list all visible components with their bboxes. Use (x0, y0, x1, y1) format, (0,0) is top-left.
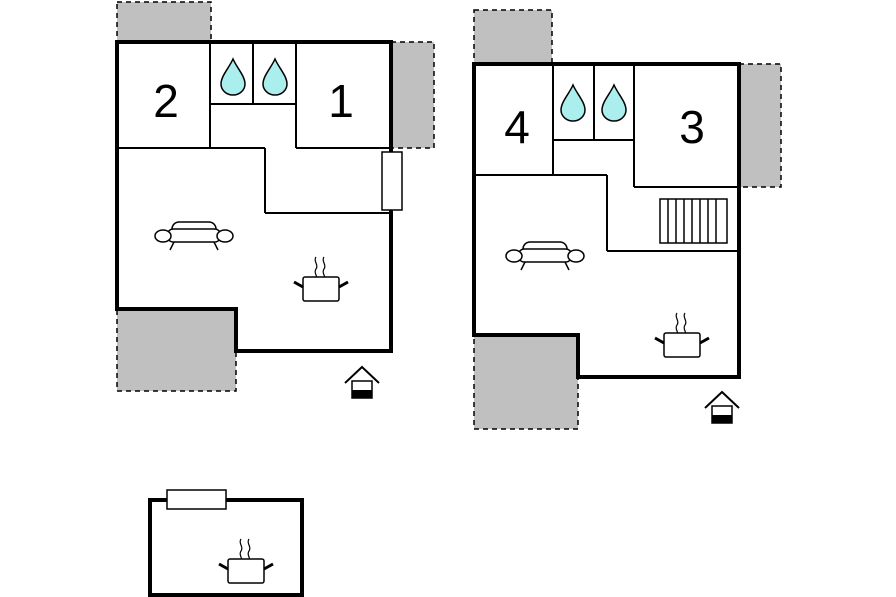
terrace-top (473, 9, 553, 65)
room-label: 3 (679, 101, 705, 153)
sofa-icon (154, 221, 234, 251)
terrace-top (116, 1, 212, 43)
room-label: 4 (504, 101, 530, 153)
room-label: 1 (328, 75, 354, 127)
stairs-icon (659, 198, 728, 244)
water-drop-icon (220, 58, 246, 96)
water-drop-icon (601, 84, 627, 122)
terrace-bottom-left (116, 308, 237, 392)
unit-bottom (148, 489, 304, 597)
unit-left: 2 1 (115, 1, 435, 399)
wall-cabinet (381, 151, 403, 211)
water-drop-icon (560, 84, 586, 122)
cooking-pot-icon (292, 255, 350, 303)
unit-right: 4 3 (472, 9, 782, 430)
sofa-icon (505, 241, 585, 271)
room-label: 2 (153, 75, 179, 127)
wall-cabinet (166, 489, 227, 510)
outer-wall (148, 498, 304, 597)
water-drop-icon (262, 58, 288, 96)
terrace-right (738, 63, 782, 188)
outer-wall (115, 40, 393, 353)
terrace-right (390, 41, 435, 149)
house-entrance-icon (344, 366, 380, 399)
terrace-bottom-left (473, 334, 579, 430)
cooking-pot-icon (653, 311, 711, 359)
cooking-pot-icon (217, 537, 275, 585)
house-entrance-icon (704, 391, 740, 424)
outer-wall (472, 62, 741, 379)
